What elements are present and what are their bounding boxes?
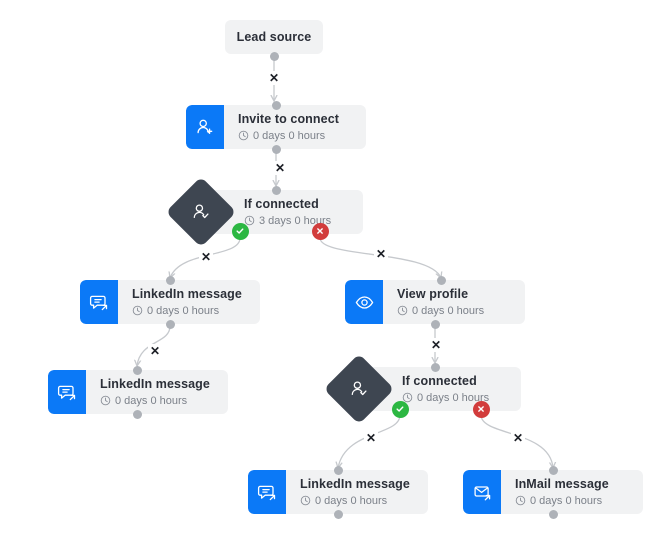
person-check-icon: [334, 364, 384, 414]
connector-dot-invite-in[interactable]: [271, 100, 281, 110]
node-lead-source[interactable]: Lead source: [225, 20, 323, 54]
node-linkedin-message-2-body: LinkedIn message 0 days 0 hours: [86, 370, 228, 414]
clock-icon: [132, 305, 143, 316]
linkedin-message-icon: [248, 470, 286, 514]
node-linkedin-message-1-duration-text: 0 days 0 hours: [147, 304, 220, 317]
edge-marker-invite-to-if1[interactable]: ✕: [273, 161, 287, 175]
node-linkedin-message-2-duration-text: 0 days 0 hours: [115, 394, 188, 407]
connector-dot-msg1-out[interactable]: [165, 319, 175, 329]
node-if-connected-2-title: If connected: [402, 373, 477, 388]
node-linkedin-message-1-duration: 0 days 0 hours: [132, 304, 248, 318]
cross-icon: [478, 406, 484, 412]
clock-icon: [397, 305, 408, 316]
node-linkedin-message-2-title: LinkedIn message: [100, 376, 210, 391]
clock-icon: [238, 130, 249, 141]
node-inmail-message-duration-text: 0 days 0 hours: [530, 494, 603, 507]
edge-marker-lead-to-invite[interactable]: ✕: [267, 71, 281, 85]
node-if-connected-2-duration: 0 days 0 hours: [402, 391, 509, 405]
node-inmail-message-body: InMail message 0 days 0 hours: [501, 470, 643, 514]
branch-badge-if1-yes[interactable]: [231, 222, 249, 240]
node-inmail-message-title: InMail message: [515, 476, 609, 491]
node-if-connected-2[interactable]: If connected 0 days 0 hours: [323, 353, 521, 425]
check-icon: [396, 406, 404, 412]
node-view-profile[interactable]: View profile 0 days 0 hours: [345, 280, 525, 324]
inmail-message-icon: [463, 470, 501, 514]
connector-dot-msg3-in[interactable]: [333, 465, 343, 475]
clock-icon: [402, 392, 413, 403]
clock-icon: [300, 495, 311, 506]
node-inmail-message[interactable]: InMail message 0 days 0 hours: [463, 470, 643, 514]
connector-dot-if1-in[interactable]: [271, 185, 281, 195]
cross-icon: [317, 228, 323, 234]
clock-icon: [100, 395, 111, 406]
connector-dot-lead-source-out[interactable]: [269, 51, 279, 61]
edge-marker-if1-no[interactable]: ✕: [374, 247, 388, 261]
node-linkedin-message-3[interactable]: LinkedIn message 0 days 0 hours: [248, 470, 428, 514]
connector-dot-msg3-out[interactable]: [333, 509, 343, 519]
node-invite-to-connect-body: Invite to connect 0 days 0 hours: [224, 105, 366, 149]
eye-icon: [345, 280, 383, 324]
branch-badge-if2-yes[interactable]: [391, 400, 409, 418]
connector-dot-invite-out[interactable]: [271, 144, 281, 154]
node-view-profile-duration-text: 0 days 0 hours: [412, 304, 485, 317]
node-invite-to-connect-duration-text: 0 days 0 hours: [253, 129, 326, 142]
node-view-profile-body: View profile 0 days 0 hours: [383, 280, 525, 324]
node-linkedin-message-3-title: LinkedIn message: [300, 476, 410, 491]
edge-marker-if2-no[interactable]: ✕: [511, 431, 525, 445]
node-invite-to-connect-title: Invite to connect: [238, 111, 340, 126]
node-linkedin-message-1[interactable]: LinkedIn message 0 days 0 hours: [80, 280, 260, 324]
branch-badge-if2-no[interactable]: [472, 400, 490, 418]
edge-marker-if1-yes[interactable]: ✕: [199, 250, 213, 264]
connector-dot-view-out[interactable]: [430, 319, 440, 329]
connector-dot-view-in[interactable]: [436, 275, 446, 285]
node-linkedin-message-1-title: LinkedIn message: [132, 286, 242, 301]
node-view-profile-title: View profile: [397, 286, 469, 301]
node-invite-to-connect[interactable]: Invite to connect 0 days 0 hours: [186, 105, 366, 149]
linkedin-message-icon: [48, 370, 86, 414]
connector-dot-if2-in[interactable]: [430, 362, 440, 372]
node-linkedin-message-3-duration-text: 0 days 0 hours: [315, 494, 388, 507]
connector-dot-inmail-in[interactable]: [548, 465, 558, 475]
node-if-connected-1-duration: 3 days 0 hours: [244, 214, 351, 228]
node-linkedin-message-1-body: LinkedIn message 0 days 0 hours: [118, 280, 260, 324]
node-invite-to-connect-duration: 0 days 0 hours: [238, 129, 354, 143]
node-linkedin-message-2[interactable]: LinkedIn message 0 days 0 hours: [48, 370, 228, 414]
clock-icon: [515, 495, 526, 506]
person-add-icon: [186, 105, 224, 149]
clock-icon: [244, 215, 255, 226]
node-if-connected-1-title: If connected: [244, 196, 319, 211]
connector-dot-inmail-out[interactable]: [548, 509, 558, 519]
edge-marker-view-to-if2[interactable]: ✕: [429, 338, 443, 352]
node-lead-source-title: Lead source: [236, 30, 312, 44]
node-linkedin-message-3-body: LinkedIn message 0 days 0 hours: [286, 470, 428, 514]
node-linkedin-message-2-duration: 0 days 0 hours: [100, 394, 216, 408]
node-if-connected-2-card: If connected 0 days 0 hours: [362, 367, 521, 411]
node-inmail-message-duration: 0 days 0 hours: [515, 494, 631, 508]
node-if-connected-2-duration-text: 0 days 0 hours: [417, 391, 490, 404]
connector-dot-msg2-in[interactable]: [132, 365, 142, 375]
edge-marker-msg1-to-msg2[interactable]: ✕: [148, 344, 162, 358]
edge-marker-if2-yes[interactable]: ✕: [364, 431, 378, 445]
person-check-icon: [176, 187, 226, 237]
branch-badge-if1-no[interactable]: [311, 222, 329, 240]
connector-dot-msg2-out[interactable]: [132, 409, 142, 419]
node-linkedin-message-3-duration: 0 days 0 hours: [300, 494, 416, 508]
connector-dot-msg1-in[interactable]: [165, 275, 175, 285]
check-icon: [236, 228, 244, 234]
node-if-connected-1-duration-text: 3 days 0 hours: [259, 214, 332, 227]
linkedin-message-icon: [80, 280, 118, 324]
node-view-profile-duration: 0 days 0 hours: [397, 304, 513, 318]
node-if-connected-1[interactable]: If connected 3 days 0 hours: [165, 176, 363, 248]
